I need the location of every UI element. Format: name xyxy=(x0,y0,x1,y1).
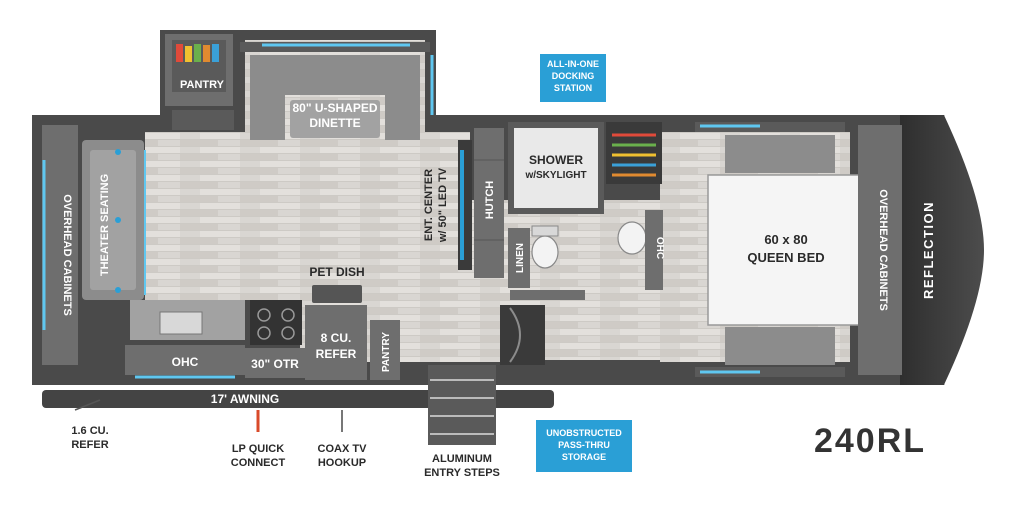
kitchen: OHC 30" OTR PET DISH 8 CU. REFER PANTRY xyxy=(125,265,400,380)
pantry-top-label: PANTRY xyxy=(180,79,225,91)
docking-station-callout: ALL-IN-ONE DOCKING STATION xyxy=(540,54,606,102)
queen-bed-label-line2: QUEEN BED xyxy=(747,250,824,265)
docking-callout-line2: DOCKING xyxy=(552,71,595,81)
entry-steps xyxy=(428,365,496,445)
ent-center-label-line2: w/ 50" LED TV xyxy=(437,167,449,243)
burner-icon xyxy=(281,326,295,340)
ent-center: ENT. CENTER w/ 50" LED TV HUTCH xyxy=(423,128,504,278)
shower-label-line1: SHOWER xyxy=(529,153,583,167)
overhead-cabinets-right-label: OVERHEAD CABINETS xyxy=(877,189,889,311)
linen-label: LINEN xyxy=(515,243,526,273)
hutch-label: HUTCH xyxy=(484,181,496,220)
outside-refer-label-line2: REFER xyxy=(71,439,108,451)
awning-label: 17' AWNING xyxy=(211,392,279,406)
docking-callout-line3: STATION xyxy=(554,83,592,93)
dinette-label-line2: DINETTE xyxy=(309,116,360,130)
brand-logo: REFLECTION xyxy=(921,201,936,299)
outside-refer-label-line1: 1.6 CU. xyxy=(71,425,108,437)
refer-label-line2: REFER xyxy=(316,347,357,361)
dinette: 80" U-SHAPED DINETTE xyxy=(240,42,434,140)
theater-seating-label: THEATER SEATING xyxy=(99,174,111,276)
queen-bed-label-line1: 60 x 80 xyxy=(764,232,807,247)
toilet-icon xyxy=(531,235,559,269)
model-number: 240RL xyxy=(814,422,926,460)
dinette-label-line1: 80" U-SHAPED xyxy=(292,101,377,115)
burner-icon xyxy=(257,308,271,322)
coax-label-line2: HOOKUP xyxy=(318,457,366,469)
storage-callout-line3: STORAGE xyxy=(562,452,606,462)
kitchen-sink-icon xyxy=(159,311,203,335)
docking-callout-line1: ALL-IN-ONE xyxy=(547,59,599,69)
coax-label-line1: COAX TV xyxy=(318,443,368,455)
pantry-kitchen-label: PANTRY xyxy=(381,332,392,372)
refer-label-line1: 8 CU. xyxy=(321,331,352,345)
storage-callout-line2: PASS-THRU xyxy=(558,440,610,450)
storage-callout: UNOBSTRUCTED PASS-THRU STORAGE xyxy=(536,420,632,472)
storage-callout-line1: UNOBSTRUCTED xyxy=(546,428,622,438)
exterior-labels: 1.6 CU. REFER LP QUICK CONNECT COAX TV H… xyxy=(71,399,500,479)
ent-center-label-line1: ENT. CENTER xyxy=(423,169,435,241)
overhead-cabinets-left-label: OVERHEAD CABINETS xyxy=(61,194,73,316)
shower-label-line2: w/SKYLIGHT xyxy=(524,170,586,181)
rear-area: OVERHEAD CABINETS THEATER SEATING xyxy=(42,125,146,365)
awning: 17' AWNING xyxy=(42,390,554,408)
ohc-bath-label: OHC xyxy=(654,237,665,259)
lp-label-line2: CONNECT xyxy=(231,457,286,469)
bathroom: SHOWER w/SKYLIGHT LINEN OHC xyxy=(508,122,665,300)
burner-icon xyxy=(281,308,295,322)
entry-door xyxy=(500,305,545,365)
pantry-top: PANTRY xyxy=(165,34,234,130)
lp-label-line1: LP QUICK xyxy=(232,443,284,455)
bedroom: 60 x 80 QUEEN BED OVERHEAD CABINETS REFL… xyxy=(695,122,936,377)
pet-dish-label: PET DISH xyxy=(309,265,364,279)
sink-icon xyxy=(617,221,647,255)
steps-label-line1: ALUMINUM xyxy=(432,453,492,465)
ohc-kitchen-label: OHC xyxy=(172,355,199,369)
otr-label: 30" OTR xyxy=(251,357,299,371)
burner-icon xyxy=(257,326,271,340)
steps-label-line2: ENTRY STEPS xyxy=(424,467,500,479)
